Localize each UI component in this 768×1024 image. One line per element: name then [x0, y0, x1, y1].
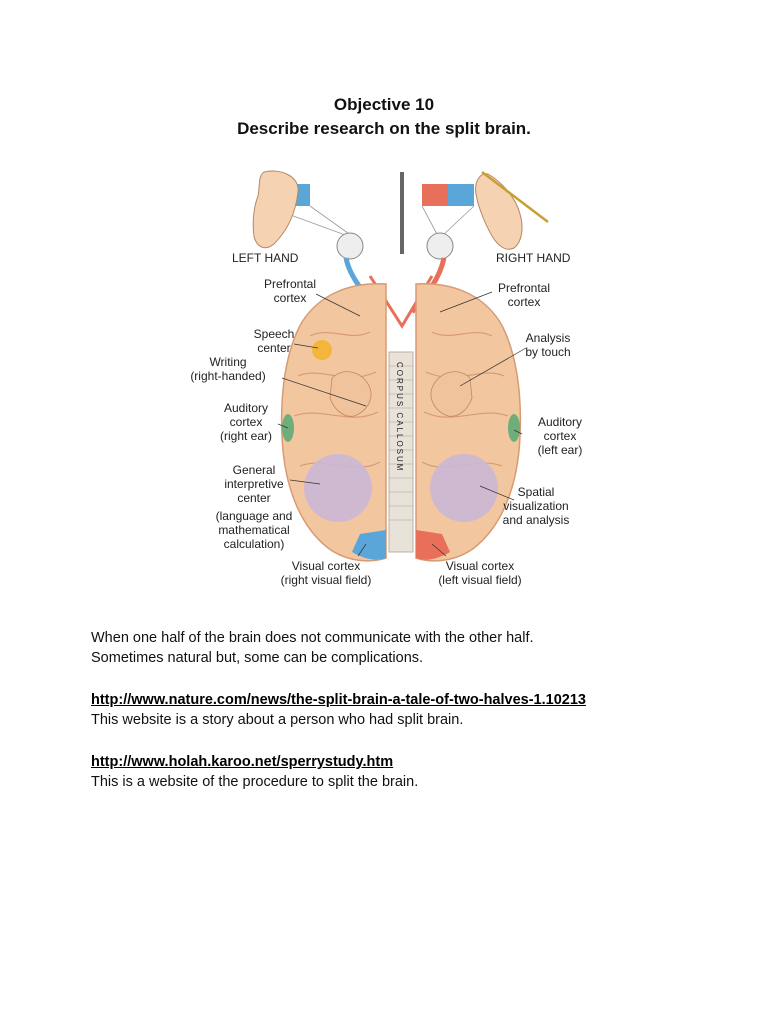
- spatial-region: [430, 454, 498, 522]
- prefrontal-right-label-1: Prefrontal: [498, 281, 550, 295]
- sperry-study-anchor[interactable]: http://www.holah.karoo.net/sperrystudy.h…: [91, 754, 394, 770]
- nature-article-description: This website is a story about a person w…: [91, 712, 464, 728]
- general-label-1: General: [233, 463, 276, 477]
- general-label-5: mathematical: [218, 523, 289, 537]
- nature-article-anchor[interactable]: http://www.nature.com/news/the-split-bra…: [91, 692, 586, 708]
- speech-region: [312, 340, 332, 360]
- writing-label-2: (right-handed): [190, 369, 265, 383]
- prefrontal-right-label-2: cortex: [508, 295, 541, 309]
- visual-left-label-2: (right visual field): [281, 573, 372, 587]
- general-label-4: (language and: [216, 509, 293, 523]
- writing-label-1: Writing: [209, 355, 246, 369]
- auditory-right-label-2: cortex: [544, 429, 577, 443]
- description-line-2: Sometimes natural but, some can be compl…: [91, 650, 424, 666]
- left-hand-label: LEFT HAND: [232, 251, 299, 265]
- pencil-icon: [481, 171, 549, 223]
- analysis-label-1: Analysis: [526, 331, 571, 345]
- right-auditory-region: [508, 414, 520, 442]
- visual-right-label-1: Visual cortex: [446, 559, 514, 573]
- interpretive-region: [304, 454, 372, 522]
- divider-bar: [400, 172, 404, 254]
- objective-subtitle: Describe research on the split brain.: [237, 119, 531, 138]
- auditory-right-label-1: Auditory: [538, 415, 582, 429]
- right-blue-square: [448, 184, 474, 206]
- right-red-square: [422, 184, 448, 206]
- speech-label-1: Speech: [254, 327, 295, 341]
- auditory-left-label-3: (right ear): [220, 429, 272, 443]
- analysis-label-2: by touch: [525, 345, 570, 359]
- auditory-left-label-2: cortex: [230, 415, 263, 429]
- right-eye-icon: [426, 232, 454, 260]
- description-line-1: When one half of the brain does not comm…: [91, 630, 534, 646]
- corpus-callosum-label: CORPUS CALLOSUM: [395, 362, 404, 472]
- visual-right-label-2: (left visual field): [438, 573, 521, 587]
- spatial-label-3: and analysis: [503, 513, 570, 527]
- objective-title: Objective 10: [333, 95, 435, 114]
- general-label-2: interpretive: [224, 477, 284, 491]
- prefrontal-left-label-2: cortex: [274, 291, 307, 305]
- auditory-right-label-3: (left ear): [538, 443, 583, 457]
- auditory-left-label-1: Auditory: [224, 401, 268, 415]
- left-eye-icon: [336, 232, 364, 260]
- left-hand-icon: [252, 170, 299, 249]
- sperry-study-description: This is a website of the procedure to sp…: [91, 774, 419, 790]
- right-hand-icon: [475, 173, 523, 250]
- speech-label-2: center: [257, 341, 290, 355]
- split-brain-diagram: CORPUS CALLOSUM LEFT HAND RIGHT HAND Pre…: [190, 170, 583, 587]
- spatial-label-1: Spatial: [518, 485, 555, 499]
- corpus-callosum: [388, 351, 414, 553]
- visual-left-label-1: Visual cortex: [292, 559, 360, 573]
- sperry-study-link[interactable]: http://www.holah.karoo.net/sperrystudy.h…: [91, 752, 731, 772]
- prefrontal-left-label-1: Prefrontal: [264, 277, 316, 291]
- spatial-label-2: visualization: [503, 499, 568, 513]
- general-label-6: calculation): [224, 537, 285, 551]
- right-hand-label: RIGHT HAND: [496, 251, 571, 265]
- general-label-3: center: [237, 491, 270, 505]
- nature-article-link[interactable]: http://www.nature.com/news/the-split-bra…: [91, 690, 731, 710]
